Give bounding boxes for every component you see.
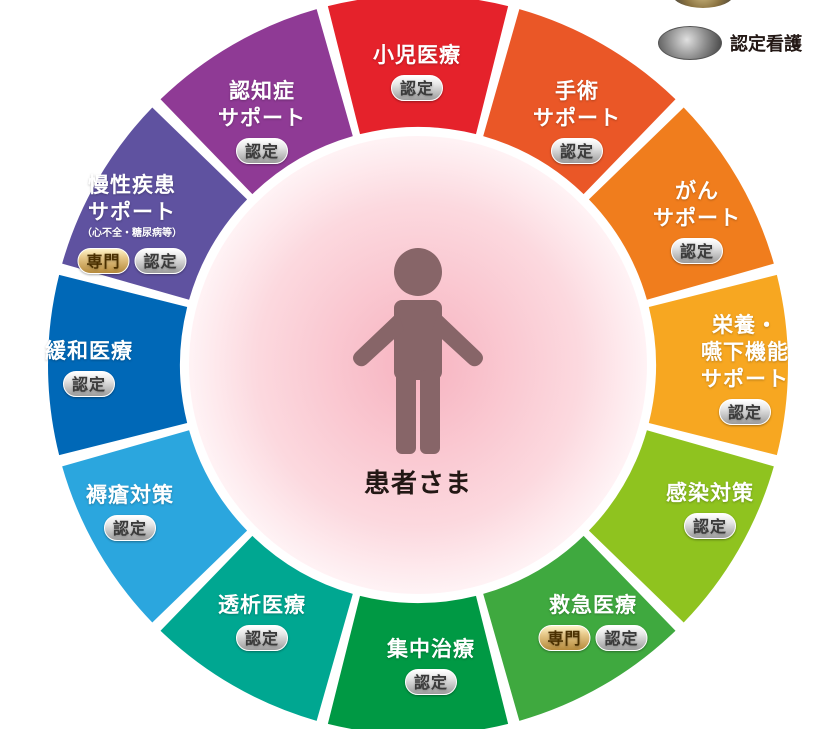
segment-label-shujutsu: 手術サポート認定	[533, 78, 621, 164]
segment-title-line: サポート	[653, 206, 741, 230]
patient-figure-icon	[353, 248, 483, 454]
segment-gan	[588, 107, 774, 300]
segment-label-eiyo: 栄養・嚥下機能サポート認定	[701, 312, 789, 425]
nintei-badge: 認定	[235, 138, 288, 164]
legend-top-chip-icon	[672, 0, 734, 8]
badge-group: 認定	[533, 138, 621, 164]
nintei-badge: 認定	[595, 625, 648, 651]
segment-title-line: サポート	[88, 200, 176, 224]
segments-layer	[47, 0, 788, 729]
segment-title-line: 手術	[555, 79, 599, 103]
segment-title-line: 認知症	[229, 79, 295, 103]
segment-title-line: 栄養・	[712, 313, 778, 337]
segment-title-line: 緩和医療	[45, 339, 133, 363]
badge-group: 専門認定	[77, 248, 187, 274]
badge-group: 認定	[666, 513, 754, 539]
segment-ninchi	[160, 9, 353, 195]
badge-group: 認定	[45, 371, 133, 397]
badge-group: 認定	[387, 669, 475, 695]
segment-title-line: がん	[675, 179, 719, 203]
segment-label-mansei: 慢性疾患サポート （心不全・糖尿病等） 専門認定	[77, 172, 187, 274]
segment-label-jokuso: 褥瘡対策認定	[86, 482, 174, 541]
nintei-badge: 認定	[670, 238, 723, 264]
segment-title-line: 集中治療	[387, 637, 475, 661]
segment-label-ninchi: 認知症サポート認定	[218, 78, 306, 164]
badge-group: 認定	[653, 238, 741, 264]
nintei-badge: 認定	[235, 625, 288, 651]
segment-title-line: 慢性疾患	[88, 173, 176, 197]
segment-label-shuchu: 集中治療認定	[387, 636, 475, 695]
segment-note: （心不全・糖尿病等）	[82, 228, 182, 239]
segment-title-line: サポート	[701, 367, 789, 391]
senmon-badge: 専門	[538, 625, 591, 651]
segment-shujutsu	[483, 9, 676, 195]
legend-nintei-label: 認定看護	[730, 34, 802, 55]
segment-label-shoni: 小児医療認定	[373, 42, 461, 101]
badge-group: 認定	[373, 75, 461, 101]
segment-title-line: 感染対策	[666, 481, 754, 505]
segment-shoni	[327, 0, 509, 135]
nintei-badge: 認定	[404, 669, 457, 695]
segment-label-toseki: 透析医療認定	[218, 592, 306, 651]
segment-shuchu	[327, 595, 509, 729]
segment-title-line: 褥瘡対策	[86, 483, 174, 507]
badge-group: 認定	[86, 515, 174, 541]
badge-group: 認定	[218, 138, 306, 164]
segment-title-line: 小児医療	[373, 43, 461, 67]
segment-label-gan: がんサポート認定	[653, 178, 741, 264]
badge-group: 認定	[218, 625, 306, 651]
segment-kansen	[588, 430, 774, 623]
segment-title-line: 救急医療	[549, 593, 637, 617]
segment-kanwa	[47, 274, 188, 456]
senmon-badge: 専門	[77, 248, 130, 274]
legend: 認定看護	[658, 26, 802, 60]
nintei-badge: 認定	[62, 371, 115, 397]
nintei-badge: 認定	[390, 75, 443, 101]
segment-label-kansen: 感染対策認定	[666, 480, 754, 539]
nintei-badge: 認定	[103, 515, 156, 541]
center-label: 患者さま	[363, 469, 473, 499]
segment-label-kyukyu: 救急医療専門認定	[538, 592, 648, 651]
segment-title-line: 嚥下機能	[701, 340, 789, 364]
badge-group: 認定	[701, 399, 789, 425]
nintei-badge: 認定	[718, 399, 771, 425]
nintei-badge: 認定	[134, 248, 187, 274]
nintei-badge: 認定	[550, 138, 603, 164]
segment-title-line: 透析医療	[218, 593, 306, 617]
nintei-badge: 認定	[683, 513, 736, 539]
segment-title-line: サポート	[533, 106, 621, 130]
segment-label-kanwa: 緩和医療認定	[45, 338, 133, 397]
segment-title-line: サポート	[218, 106, 306, 130]
nintei-chip-icon	[658, 26, 722, 60]
badge-group: 専門認定	[538, 625, 648, 651]
